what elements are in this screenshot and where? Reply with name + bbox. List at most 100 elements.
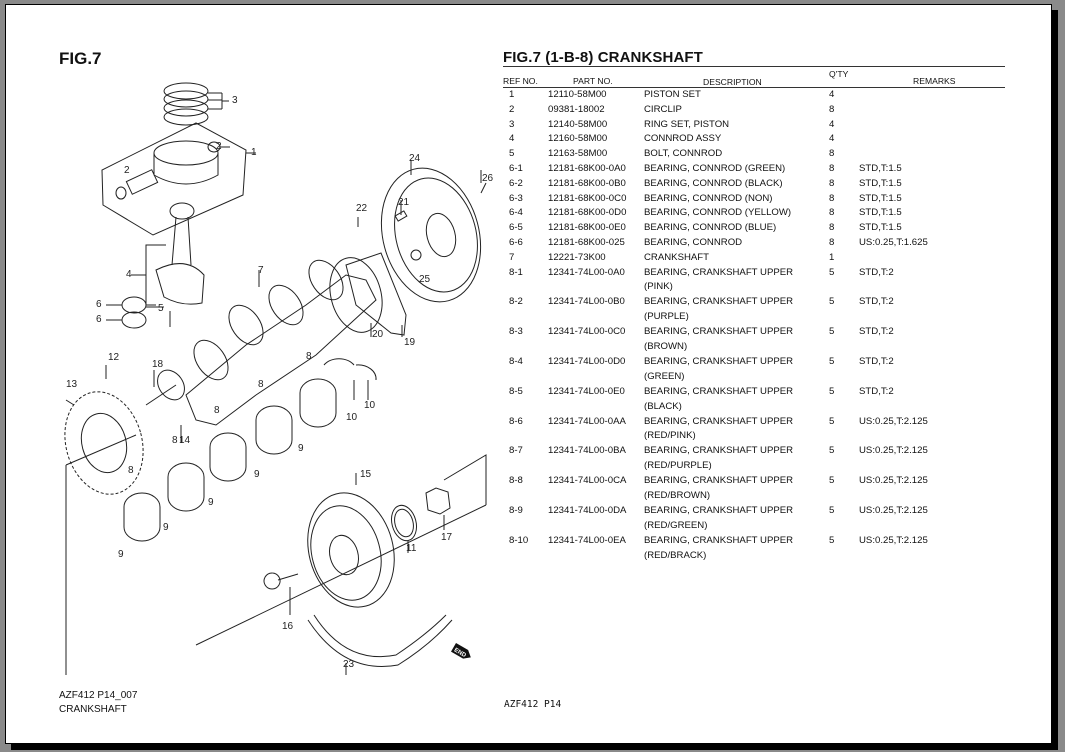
description: BEARING, CONNROD	[644, 236, 743, 248]
callout-8: 8	[306, 351, 312, 362]
quantity: 8	[829, 236, 835, 248]
quantity: 5	[829, 326, 835, 338]
parts-table: REF NO. PART NO. DESCRIPTION Q'TY REMARK…	[503, 66, 1005, 564]
remarks: STD,T:1.5	[859, 207, 902, 219]
callout-2: 2	[124, 165, 130, 176]
part-no: 12181-68K00-0E0	[548, 222, 626, 234]
callout-10: 10	[346, 412, 358, 423]
part-no: 12163-58M00	[548, 148, 608, 160]
exploded-parts-diagram: END 122345667888889999910101112131415161…	[64, 82, 494, 675]
description: CONNROD ASSY	[644, 133, 722, 145]
callout-1: 1	[251, 147, 257, 158]
part-no: 12341-74L00-0E0	[548, 385, 625, 397]
remarks: STD,T:1.5	[859, 162, 902, 174]
callout-6: 6	[96, 314, 102, 325]
description-line2: (RED/PINK)	[644, 430, 696, 442]
quantity: 5	[829, 504, 835, 516]
remarks: US:0.25,T:2.125	[859, 415, 928, 427]
quantity: 5	[829, 266, 835, 278]
callout-23: 23	[343, 659, 355, 670]
end-arrow-icon: END	[451, 643, 471, 659]
ref-no: 4	[509, 133, 515, 145]
quantity: 4	[829, 118, 835, 130]
assembly-outline	[65, 434, 487, 675]
callout-8: 8	[214, 405, 220, 416]
part-no: 12181-68K00-0C0	[548, 192, 627, 204]
quantity: 5	[829, 296, 835, 308]
description: BEARING, CRANKSHAFT UPPER	[644, 296, 794, 308]
part-no: 12140-58M00	[548, 118, 608, 130]
remarks: US:0.25,T:1.625	[859, 236, 928, 248]
description: BEARING, CONNROD (BLACK)	[644, 177, 783, 189]
description: BEARING, CONNROD (NON)	[644, 192, 773, 204]
col-desc: DESCRIPTION	[703, 77, 762, 87]
crankshaft-drawing	[145, 259, 377, 426]
remarks: STD,T:1.5	[859, 177, 902, 189]
ref-no: 7	[509, 251, 515, 263]
part-no: 12221-73K00	[548, 251, 606, 263]
part-no: 12110-58M00	[548, 89, 607, 100]
part-no: 12341-74L00-0C0	[548, 326, 626, 338]
callout-4: 4	[126, 269, 132, 280]
description-line2: (RED/GREEN)	[644, 519, 708, 531]
ref-no: 6-4	[509, 207, 523, 219]
ref-no: 8-6	[509, 415, 523, 427]
ref-no: 1	[509, 89, 515, 100]
table-row: 6-3 12181-68K00-0C0 BEARING, CONNROD (NON)…	[503, 192, 1005, 207]
remarks: STD,T:2	[859, 266, 894, 278]
description-line2: (RED/PURPLE)	[644, 460, 712, 472]
quantity: 8	[829, 162, 835, 174]
callout-21: 21	[398, 197, 410, 208]
callout-labels: 1223456678888899999101011121314151617181…	[66, 95, 494, 670]
crank-pulley-drawing	[263, 473, 453, 675]
quantity: 8	[829, 207, 835, 219]
remarks: US:0.25,T:2.125	[859, 504, 928, 516]
callout-24: 24	[409, 153, 421, 164]
part-no: 12181-68K00-025	[548, 236, 625, 248]
callout-10: 10	[364, 400, 376, 411]
remarks: STD,T:1.5	[859, 222, 902, 234]
part-no: 12341-74L00-0D0	[548, 355, 626, 367]
remarks: STD,T:2	[859, 385, 894, 397]
description-line2: (PURPLE)	[644, 311, 689, 323]
quantity: 4	[829, 89, 835, 100]
callout-7: 7	[258, 265, 264, 276]
quantity: 8	[829, 222, 835, 234]
ref-no: 8-9	[509, 504, 523, 516]
ref-no: 8-7	[509, 445, 523, 457]
callout-26: 26	[482, 173, 494, 184]
quantity: 8	[829, 177, 835, 189]
part-no: 12341-74L00-0B0	[548, 296, 625, 308]
callout-8: 8	[172, 435, 178, 446]
description: BEARING, CRANKSHAFT UPPER	[644, 475, 794, 487]
col-remarks: REMARKS	[913, 76, 956, 86]
part-no: 09381-18002	[548, 103, 605, 115]
ref-no: 6-3	[509, 192, 523, 204]
ref-no: 8-10	[509, 534, 529, 546]
page-code: AZF412 P14	[504, 699, 562, 710]
figure-title: FIG.7	[59, 49, 102, 68]
figure-code: AZF412 P14_007	[59, 690, 138, 701]
description-line2: (PINK)	[644, 281, 673, 293]
col-part: PART NO.	[573, 76, 613, 86]
description: BEARING, CONNROD (YELLOW)	[644, 207, 792, 219]
part-no: 12341-74L00-0AA	[548, 415, 626, 427]
description: BEARING, CRANKSHAFT UPPER	[644, 326, 794, 338]
part-no: 12181-68K00-0D0	[548, 207, 627, 219]
ref-no: 8-5	[509, 385, 523, 397]
col-qty: Q'TY	[829, 69, 849, 79]
callout-14: 14	[179, 435, 191, 446]
callout-18: 18	[152, 359, 164, 370]
connecting-rod-drawing	[106, 202, 205, 329]
description: BEARING, CRANKSHAFT UPPER	[644, 355, 794, 367]
